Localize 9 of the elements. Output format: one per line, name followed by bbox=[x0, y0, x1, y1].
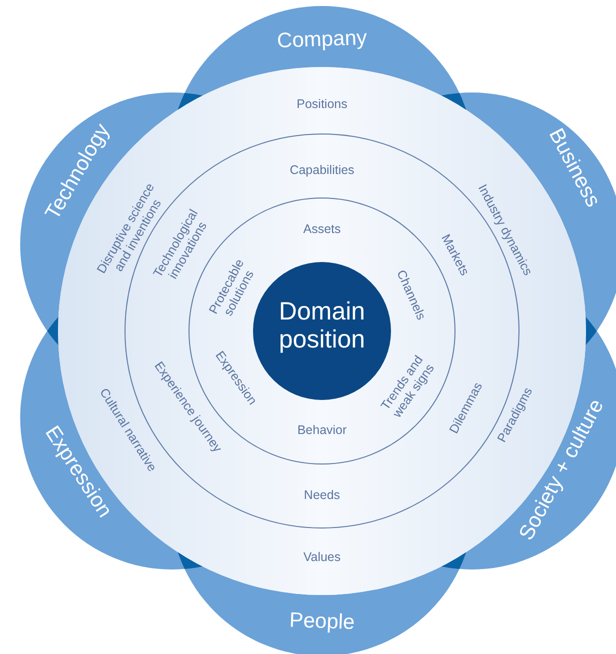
ring-label: Values bbox=[302, 550, 342, 564]
petal-label: People bbox=[288, 608, 356, 636]
ring-label: Needs bbox=[302, 488, 342, 502]
center-label: Domain position bbox=[278, 298, 366, 354]
ring-label: Behavior bbox=[296, 422, 348, 438]
ring-label: Capabilities bbox=[288, 162, 356, 178]
petal-label: Company bbox=[276, 26, 368, 54]
ring-label: Positions bbox=[296, 96, 348, 112]
ring-label: Assets bbox=[302, 222, 342, 236]
